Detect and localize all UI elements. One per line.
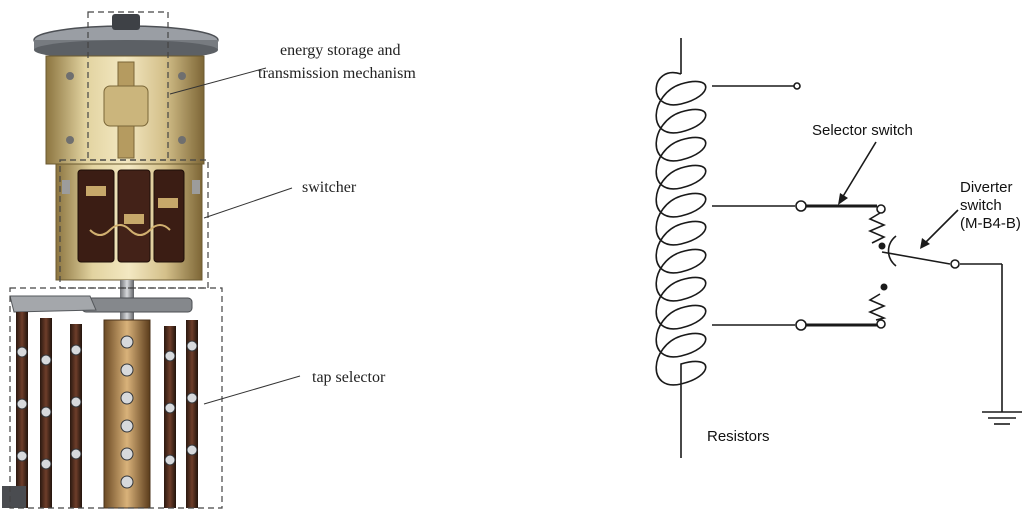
bolt — [66, 72, 74, 80]
resistors-label: Resistors — [707, 428, 770, 445]
region-outlines — [9, 11, 223, 509]
leader-arrowheads — [838, 193, 930, 249]
diverter-switch-leader — [923, 209, 959, 245]
resistor-node-upper — [876, 204, 886, 214]
selector-switch-leader — [841, 141, 877, 199]
switcher-label: switcher — [302, 179, 357, 196]
resistor-node-lower — [876, 319, 886, 329]
schematic-terminals — [793, 82, 960, 331]
terminal-plate — [124, 214, 144, 224]
mechanism-label-line2: transmission mechanism — [258, 65, 416, 82]
diverter-switch-label-line3: (M-B4-B) — [960, 215, 1021, 232]
bottom-bracket — [2, 486, 26, 508]
bolt — [178, 136, 186, 144]
diverter-contact-upper — [878, 242, 886, 250]
contact-rod — [186, 320, 198, 508]
selector-contact-upper — [795, 200, 807, 212]
leader-lines — [169, 67, 301, 405]
tap-changer-photo — [2, 14, 219, 509]
bolt — [66, 136, 74, 144]
contact-wiring — [89, 224, 171, 236]
contact-rod — [16, 312, 28, 508]
tap-changer-schematic — [655, 38, 1022, 458]
diverter-output-terminal — [950, 259, 960, 269]
lid-knob — [112, 14, 140, 30]
tap-selector-leader — [203, 375, 301, 405]
terminal-plate — [86, 186, 106, 196]
bolt — [178, 72, 186, 80]
tap-selector-region-box — [9, 287, 223, 509]
selector-switch-arrowhead — [838, 193, 848, 205]
spring-housing — [103, 85, 149, 127]
diverter-contact-lower — [880, 283, 888, 291]
lid-underside — [34, 40, 218, 60]
tap-selector-label: tap selector — [312, 369, 386, 386]
side-bracket — [192, 180, 200, 194]
diverter-contacts — [878, 242, 888, 291]
terminal-plate — [158, 198, 178, 208]
switcher-leader — [203, 187, 293, 219]
diverter-switch-arrowhead — [920, 238, 930, 249]
drive-arm — [9, 295, 97, 313]
tap-contacts — [16, 335, 198, 489]
resistor-lower — [867, 293, 887, 321]
terminal-top — [793, 82, 801, 90]
geneva-wheel — [81, 297, 193, 313]
diverter-switch-label-line1: Diverter — [960, 179, 1013, 196]
diverter-switch-label-line2: switch — [960, 197, 1002, 214]
selector-contact-lower — [795, 319, 807, 331]
transformer-winding — [655, 71, 707, 396]
side-bracket — [62, 180, 70, 194]
diverter-arc — [887, 235, 897, 267]
switch-contact-block — [153, 169, 185, 263]
switch-contact-block — [77, 169, 115, 263]
selector-switch-label: Selector switch — [812, 122, 913, 139]
mechanism-leader — [169, 67, 267, 95]
resistor-upper — [867, 212, 887, 244]
mechanism-region-box — [87, 11, 169, 161]
diverter-arm — [881, 251, 951, 265]
mechanism-label-line1: energy storage and — [280, 42, 401, 59]
contact-rod — [70, 324, 82, 508]
